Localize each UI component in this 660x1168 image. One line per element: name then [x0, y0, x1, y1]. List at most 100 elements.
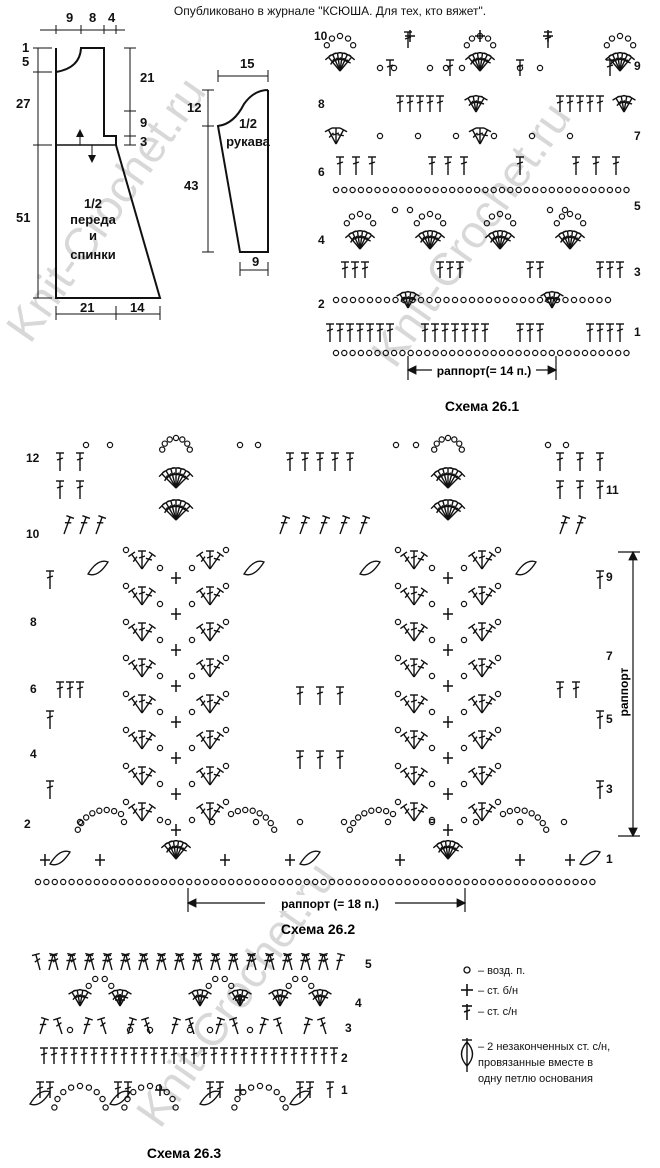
chain-stitch — [587, 296, 595, 304]
sc-stitch — [443, 788, 453, 800]
dc-stitch — [185, 1016, 195, 1035]
chain-stitch — [221, 975, 228, 983]
dc-stitch — [431, 323, 439, 342]
chain-stitch — [473, 186, 481, 194]
chain-stitch — [349, 186, 356, 194]
dc-stitch — [446, 59, 454, 76]
dc-stitch — [441, 323, 449, 342]
chain-stitch — [82, 814, 90, 821]
dc-stitch — [209, 659, 225, 678]
dc-stitch — [190, 1047, 198, 1064]
chain-stitch — [156, 708, 164, 716]
chain-stitch — [477, 296, 484, 304]
dc2tog-stitch — [29, 1090, 51, 1106]
chain-stitch — [188, 672, 196, 680]
chain-stitch — [285, 982, 292, 990]
chain-stitch — [179, 436, 186, 443]
dc-stitch — [49, 952, 59, 971]
dc-stitch — [399, 551, 415, 570]
dc-stitch — [416, 95, 424, 112]
chain-stitch — [536, 64, 544, 72]
dc-stitch — [60, 1047, 68, 1064]
dc-stitch — [481, 803, 497, 822]
chain-stitch — [379, 878, 386, 886]
chain-stitch — [460, 600, 468, 608]
dc-stitch — [447, 470, 466, 489]
chain-stitch — [484, 35, 492, 42]
chain-stitch — [99, 1095, 106, 1103]
chain-stitch — [399, 186, 406, 194]
chain-stitch — [60, 878, 67, 886]
sleeve-dim-lines — [202, 70, 269, 276]
chain-stitch — [536, 296, 544, 304]
dc-stitch — [230, 1047, 238, 1064]
chain-stitch — [426, 296, 433, 304]
chain-stitch — [542, 826, 550, 833]
chain-stitch — [51, 878, 59, 886]
dc2tog-stitch — [109, 1090, 131, 1106]
dc-stitch — [66, 681, 74, 698]
dc-stitch — [332, 127, 340, 144]
chain-stitch — [579, 296, 586, 304]
chain-stitch — [172, 434, 180, 442]
dc-stitch — [46, 1081, 54, 1098]
sc-stitch — [171, 788, 181, 800]
s1-row-9: 9 — [634, 59, 641, 73]
chain-stitch — [519, 296, 527, 304]
dc-stitch — [623, 95, 636, 113]
dc2tog-stitch — [289, 1090, 311, 1106]
dc-stitch — [209, 767, 225, 786]
sc-stitch — [171, 680, 181, 692]
chain-stitch — [428, 672, 436, 680]
sc-stitch — [395, 854, 405, 866]
sc-stitch — [115, 994, 125, 1006]
sc-stitch — [443, 716, 453, 728]
chain-stitch — [122, 726, 130, 734]
chain-stitch — [417, 296, 425, 304]
chain-stitch — [458, 446, 465, 453]
chain-stitch — [514, 806, 521, 814]
schema1-stitch-rows — [323, 30, 637, 357]
chain-stitch — [159, 446, 166, 453]
chain-stitch — [415, 186, 423, 194]
chain-stitch — [396, 878, 403, 886]
dc-stitch — [259, 1016, 269, 1035]
sc-stitch — [443, 608, 453, 620]
chain-stitch — [346, 826, 354, 833]
chain-stitch — [156, 636, 164, 644]
dim-left-2: 5 — [22, 54, 29, 69]
dim-left-4: 51 — [16, 210, 30, 225]
chain-stitch — [96, 807, 103, 814]
dc-stitch — [175, 952, 185, 971]
dc-stitch — [46, 780, 54, 799]
chain-stitch — [440, 349, 448, 357]
dc-stitch — [410, 802, 418, 821]
sleeve-dim-bottom: 9 — [252, 254, 259, 269]
dc-stitch — [95, 515, 107, 535]
chain-stitch — [494, 798, 502, 806]
dc-stitch — [526, 261, 534, 278]
chain-stitch — [546, 206, 554, 214]
chain-stitch — [561, 206, 569, 214]
chain-stitch — [212, 975, 219, 983]
dc-stitch — [404, 31, 412, 48]
chain-stitch — [93, 878, 101, 886]
dc-stitch — [478, 550, 486, 569]
s3-row-3: 3 — [345, 1021, 352, 1035]
chain-stitch — [590, 186, 597, 194]
chain-stitch — [426, 210, 434, 218]
chain-stitch — [434, 296, 442, 304]
dc-stitch — [206, 1081, 214, 1098]
dc-stitch — [138, 694, 146, 713]
chain-stitch — [465, 349, 472, 357]
legend-dc2tog-2: провязанные вместе в — [478, 1057, 593, 1069]
chain-stitch — [507, 349, 514, 357]
dc-stitch — [399, 803, 415, 822]
dc2tog-stitch — [299, 850, 321, 866]
dc-stitch — [85, 952, 95, 971]
dc2tog-stitch — [243, 560, 265, 576]
chain-stitch — [428, 564, 436, 572]
chain-stitch — [394, 690, 402, 698]
schema3-row-numbers: 5 4 3 2 1 — [341, 957, 372, 1097]
chain-stitch — [76, 818, 84, 826]
